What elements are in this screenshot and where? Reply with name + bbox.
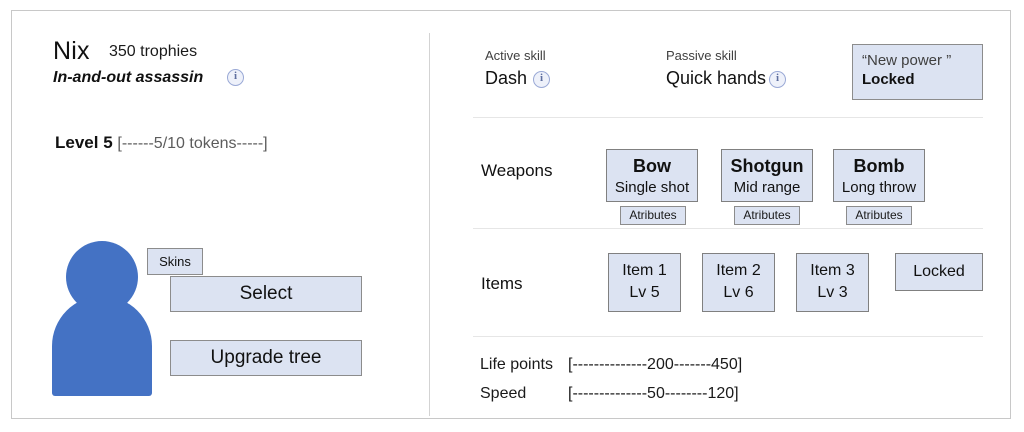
passive-skill-label: Passive skill	[666, 48, 737, 63]
token-progress: [------5/10 tokens-----]	[117, 135, 268, 152]
weapon-card-shotgun[interactable]: Shotgun Mid range	[721, 149, 813, 202]
level-label: Level 5	[55, 133, 113, 152]
trophy-count: 350 trophies	[109, 43, 198, 60]
active-skill-label: Active skill	[485, 48, 546, 63]
weapon-attributes-button-bow[interactable]: Atributes	[620, 206, 686, 225]
item-slot-locked[interactable]: Locked	[895, 253, 983, 291]
item-name: Item 3	[810, 262, 855, 279]
avatar-body	[52, 296, 152, 396]
character-avatar	[50, 241, 154, 396]
item-name: Item 1	[622, 262, 667, 279]
character-name: Nix	[53, 37, 90, 65]
upgrade-tree-button[interactable]: Upgrade tree	[170, 340, 362, 376]
passive-skill-value: Quick hands	[666, 68, 767, 88]
passive-skill-info-icon[interactable]	[769, 71, 786, 89]
weapons-section-label: Weapons	[481, 161, 553, 180]
new-power-status: Locked	[862, 71, 915, 88]
level-progress: Level 5 [------5/10 tokens-----]	[55, 133, 268, 153]
stat-label-speed: Speed	[480, 385, 527, 402]
item-level: Lv 6	[723, 284, 754, 301]
character-tagline: In-and-out assassin	[53, 69, 204, 86]
new-power-title: “New power ”	[862, 52, 952, 69]
active-skill-value: Dash	[485, 68, 528, 88]
new-power-card[interactable]: “New power ” Locked	[852, 44, 983, 100]
section-divider-weapons	[473, 228, 983, 229]
weapon-attributes-button-bomb[interactable]: Atributes	[846, 206, 912, 225]
weapon-desc: Mid range	[733, 179, 801, 196]
panel-divider	[429, 33, 430, 416]
active-skill-info-icon[interactable]	[533, 71, 550, 89]
stat-label-life-points: Life points	[480, 356, 553, 373]
weapon-desc: Single shot	[614, 179, 690, 196]
stat-value-speed: [--------------50--------120]	[568, 385, 739, 402]
item-card-3[interactable]: Item 3 Lv 3	[796, 253, 869, 312]
skins-button[interactable]: Skins	[147, 248, 203, 275]
tagline-info-icon[interactable]	[227, 69, 244, 87]
weapon-card-bow[interactable]: Bow Single shot	[606, 149, 698, 202]
weapon-card-bomb[interactable]: Bomb Long throw	[833, 149, 925, 202]
weapon-name: Shotgun	[730, 156, 804, 176]
item-card-1[interactable]: Item 1 Lv 5	[608, 253, 681, 312]
item-level: Lv 5	[629, 284, 660, 301]
select-button[interactable]: Select	[170, 276, 362, 312]
stat-value-life-points: [--------------200-------450]	[568, 356, 743, 373]
items-section-label: Items	[481, 274, 523, 293]
item-level: Lv 3	[817, 284, 848, 301]
section-divider-items	[473, 336, 983, 337]
weapon-name: Bow	[633, 156, 671, 176]
screen-frame: Nix 350 trophies In-and-out assassin Lev…	[11, 10, 1011, 419]
weapon-attributes-button-shotgun[interactable]: Atributes	[734, 206, 800, 225]
weapon-desc: Long throw	[841, 179, 917, 196]
item-card-2[interactable]: Item 2 Lv 6	[702, 253, 775, 312]
section-divider-skills	[473, 117, 983, 118]
weapon-name: Bomb	[853, 156, 905, 176]
item-name: Item 2	[716, 262, 761, 279]
